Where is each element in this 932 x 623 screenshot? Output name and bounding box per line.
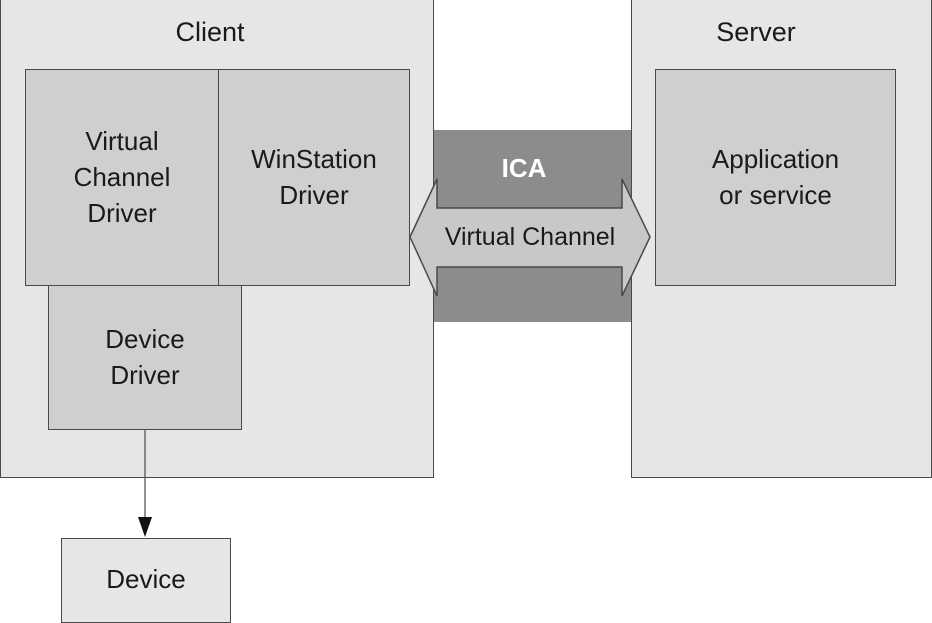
- device-driver-label: Device Driver: [105, 324, 185, 390]
- application-label: Application or service: [711, 144, 840, 210]
- ica-label: ICA: [501, 153, 547, 183]
- device-connector-arrowhead: [138, 517, 152, 537]
- virtual-channel-arrow: [409, 178, 651, 297]
- winstation-driver-box: [218, 69, 410, 286]
- winstation-driver-label: WinStation Driver: [251, 144, 377, 210]
- device-box: [61, 538, 231, 623]
- virtual-channel-driver-label: Virtual Channel Driver: [73, 126, 171, 228]
- virtual-channel-driver-box: [25, 69, 219, 286]
- device-driver-box: [48, 285, 242, 430]
- device-label: Device: [106, 564, 186, 594]
- application-box: [655, 69, 896, 286]
- virtual-channel-label: Virtual Channel: [444, 223, 616, 251]
- client-title: Client: [175, 17, 245, 47]
- server-title: Server: [716, 17, 796, 47]
